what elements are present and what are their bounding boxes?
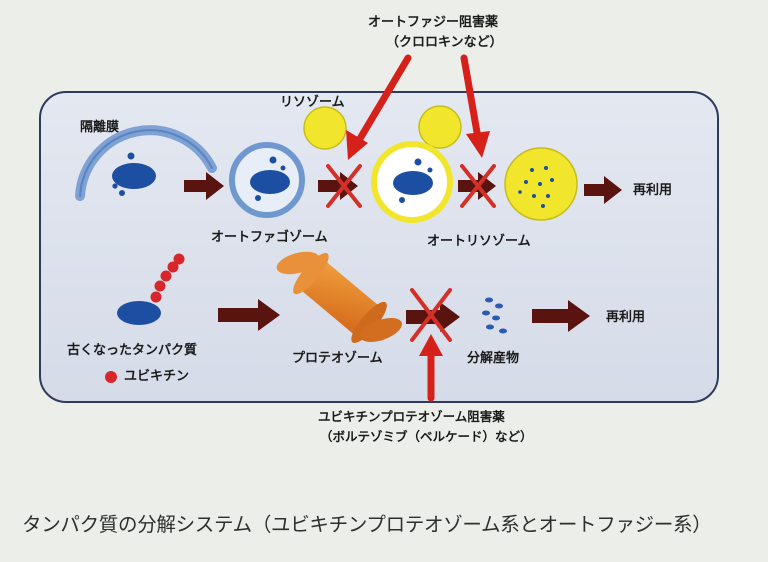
figure-caption: タンパク質の分解システム（ユビキチンプロテオゾーム系とオートファジー系） — [22, 513, 712, 536]
autophagy-inhibitor-arrow-2 — [460, 54, 490, 158]
autophagy-inhibitor-label-line2: （クロロキンなど） — [386, 35, 503, 50]
lysosome-small-2 — [418, 105, 462, 149]
autolysosome-label: オートリソゾーム — [427, 234, 531, 249]
digested-lysosome — [504, 147, 578, 221]
autophagy-inhibitor-label-line1: オートファジー阻害薬 — [368, 15, 499, 30]
proteasome-label: プロテオゾーム — [292, 351, 383, 366]
ubiquitin-legend-label: ユビキチン — [124, 369, 190, 384]
flow-arrow-1 — [184, 172, 224, 200]
reuse-label-top: 再利用 — [633, 183, 673, 198]
x-mark-autophagy-2 — [460, 164, 496, 208]
lysosome-small-1 — [303, 106, 347, 150]
old-protein-label: 古くなったタンパク質 — [67, 343, 198, 358]
flow-arrow-4 — [584, 176, 622, 204]
isolation-membrane — [75, 125, 217, 201]
degradation-products-label: 分解産物 — [467, 351, 520, 366]
proteasome-inhibitor-arrow — [419, 334, 443, 402]
flow-arrow-5 — [218, 299, 280, 331]
lysosome-label: リソゾーム — [280, 95, 345, 110]
autolysosome — [371, 141, 453, 223]
isolation-membrane-label: 隔離膜 — [80, 120, 120, 135]
cargo-organelle — [112, 152, 156, 196]
degradation-products — [482, 297, 507, 334]
proteasome-inhibitor-label-line1: ユビキチンプロテオゾーム阻害薬 — [318, 409, 505, 424]
autophagosome — [229, 142, 305, 218]
ubiquitin-chain — [150, 253, 185, 303]
x-mark-proteasome — [410, 288, 452, 342]
proteasome — [276, 251, 402, 343]
old-protein — [117, 301, 161, 325]
proteasome-inhibitor-label-line2: （ボルテゾミブ（ベルケード）など） — [320, 429, 533, 444]
flow-arrow-7 — [532, 300, 590, 332]
autophagosome-label: オートファゴゾーム — [211, 230, 328, 245]
ubiquitin-legend-dot — [105, 371, 117, 383]
autophagy-inhibitor-arrow-1 — [346, 54, 412, 160]
x-mark-autophagy-1 — [326, 164, 362, 208]
reuse-label-bottom: 再利用 — [606, 310, 646, 325]
